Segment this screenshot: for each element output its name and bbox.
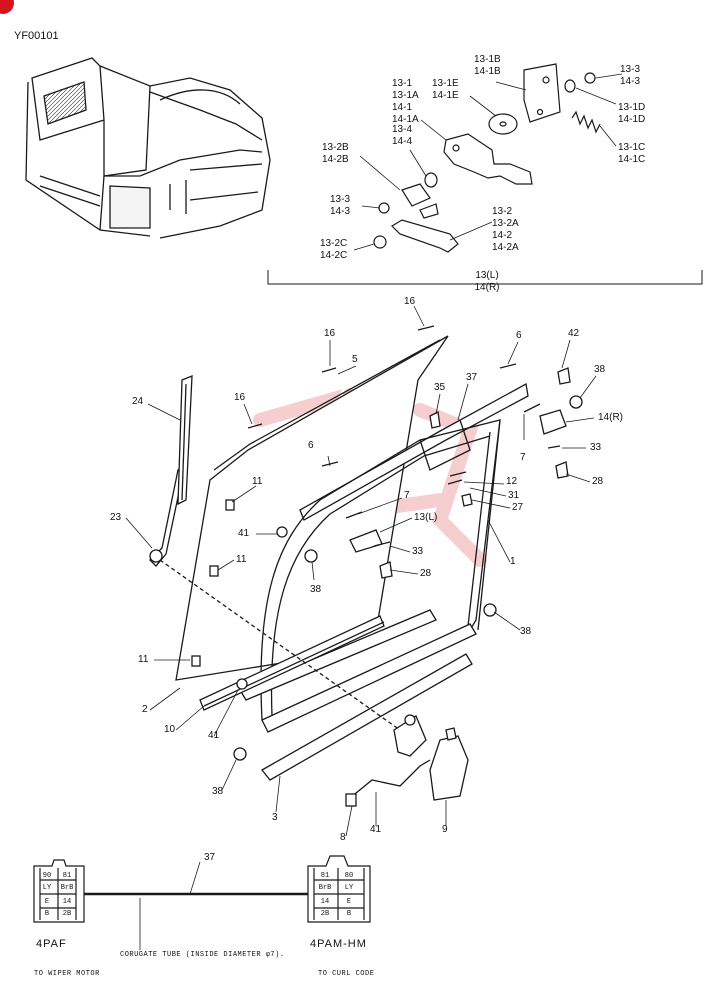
callout-16c: 16 [234,392,246,403]
callout-41a: 41 [238,528,250,539]
callout-10: 10 [164,724,176,735]
left-conn-cell: BrB [60,884,74,892]
label-13-1d-group: 13-1D 14-1D [618,102,646,125]
callout-11b: 11 [236,554,247,565]
callout-2: 2 [142,704,148,715]
left-conn-cell: 81 [62,872,72,880]
callout-38a: 38 [594,364,606,375]
callout-38b: 38 [310,584,322,595]
right-connector-name: 4PAM-HM [310,938,367,950]
callout-16a: 16 [404,296,416,307]
callout-7b: 7 [404,490,410,501]
bottom-strip [261,653,473,781]
left-connector-name: 4PAF [36,938,67,950]
left-conn-cell: B [44,910,50,918]
callout-33b: 33 [412,546,424,557]
right-conn-cell: 80 [344,872,354,880]
callout-37: 37 [466,372,478,383]
left-conn-cell: E [44,898,50,906]
figure-code: YF00101 [14,30,59,42]
callout-31: 31 [508,490,520,501]
callout-38d: 38 [212,786,224,797]
callout-33a: 33 [590,442,602,453]
callout-13l: 13(L) [414,512,438,523]
callout-12: 12 [506,476,518,487]
callout-42: 42 [568,328,580,339]
bracket-caption: 13(L) 14(R) [474,270,500,293]
left-connector-outline [33,859,85,923]
callout-16b: 16 [324,328,336,339]
right-conn-cell: LY [344,884,354,892]
washer-tank [429,735,469,801]
label-13-1e-group: 13-1E 14-1E [432,78,459,101]
right-connector-destination: TO CURL CODE [318,970,375,978]
right-conn-cell: 81 [320,872,330,880]
small-parts-group [373,63,601,253]
callout-5: 5 [352,354,358,365]
callout-9: 9 [442,824,448,835]
label-13-2c-group: 13-2C 14-2C [320,238,348,261]
callout-41c: 41 [370,824,382,835]
callout-28b: 28 [420,568,432,579]
callout-27: 27 [512,502,524,513]
label-13-2-group: 13-2 13-2A 14-2 14-2A [492,206,519,253]
callout-11a: 11 [252,476,263,487]
group-bracket [267,270,703,285]
right-conn-cell: 2B [320,910,330,918]
right-conn-cell: E [346,898,352,906]
right-conn-cell: B [346,910,352,918]
callout-7a: 7 [520,452,526,463]
main-leaders [125,305,597,837]
callout-24: 24 [132,396,144,407]
left-conn-cell: 90 [42,872,52,880]
label-13-2b-group: 13-2B 14-2B [322,142,349,165]
callout-6a: 6 [516,330,522,341]
callout-23: 23 [110,512,122,523]
left-conn-cell: 2B [62,910,72,918]
small-parts-leaders [353,73,623,251]
callout-14r: 14(R) [598,412,624,423]
left-conn-cell: 14 [62,898,72,906]
label-13-1c-group: 13-1C 14-1C [618,142,646,165]
callout-38c: 38 [520,626,532,637]
left-connector-destination: TO WIPER MOTOR [34,970,100,978]
label-13-3-top-group: 13-3 14-3 [620,64,641,87]
wiper-blade [177,375,193,506]
callout-35: 35 [434,382,446,393]
callout-28a: 28 [592,476,604,487]
callout-8: 8 [340,832,346,843]
label-13-3-lower-group: 13-3 14-3 [330,194,351,217]
tube-caption: CORUGATE TUBE (INSIDE DIAMETER φ7). [120,951,285,959]
label-13-1-group: 13-1 13-1A 14-1 14-1A [392,78,419,125]
callout-3: 3 [272,812,278,823]
excavator-cab-thumbnail [25,57,271,239]
right-connector-outline [307,855,371,923]
callout-11c: 11 [138,654,149,665]
right-conn-cell: 14 [320,898,330,906]
callout-41b: 41 [208,730,220,741]
callout-1: 1 [510,556,516,567]
harness-diagram [33,855,371,950]
harness-part-number: 37 [204,852,216,863]
label-13-4-group: 13-4 14-4 [392,124,413,147]
corner-marker [0,0,14,14]
label-13-1b-group: 13-1B 14-1B [474,54,501,77]
callout-6b: 6 [308,440,314,451]
left-conn-cell: LY [42,884,52,892]
right-conn-cell: BrB [318,884,332,892]
door-assembly [149,325,583,807]
